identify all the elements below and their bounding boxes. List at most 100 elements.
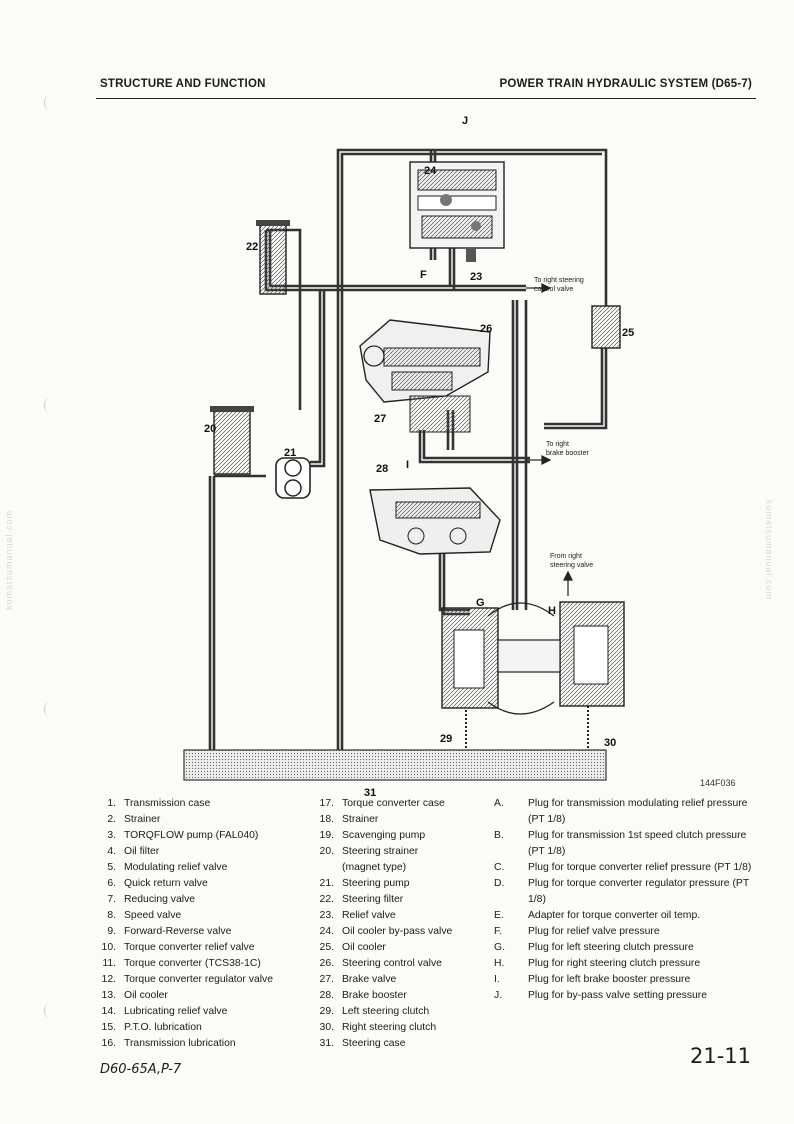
legend-item-text: (magnet type) xyxy=(342,862,407,873)
legend-item: (magnet type) xyxy=(316,860,496,876)
legend-item-number: 25. xyxy=(319,942,334,953)
legend-item-number: 4. xyxy=(107,846,116,857)
legend-item-number: 31. xyxy=(319,1038,334,1049)
legend-item-text: Lubricating relief valve xyxy=(124,1006,228,1017)
binder-hole-mark xyxy=(44,1004,53,1018)
legend-item-number: 19. xyxy=(319,830,334,841)
legend-item-number: G. xyxy=(494,942,505,953)
note-from-right-1: From right xyxy=(550,553,582,560)
system-title: POWER TRAIN HYDRAULIC SYSTEM (D65-7) xyxy=(499,78,752,90)
page-header: STRUCTURE AND FUNCTION POWER TRAIN HYDRA… xyxy=(100,78,752,96)
legend-item-number: 20. xyxy=(319,846,334,857)
legend-item: 21. Steering pump xyxy=(316,876,496,892)
legend-item-number: 2. xyxy=(107,814,116,825)
legend-item-number: 24. xyxy=(319,926,334,937)
callout-22: 22 xyxy=(246,241,258,253)
legend-item: 25.Oil cooler xyxy=(316,940,496,956)
legend-item: 9.Forward-Reverse valve xyxy=(98,924,323,940)
note-right-steering-1: To right steering xyxy=(534,277,584,284)
legend-item-number: 6. xyxy=(107,878,116,889)
legend-item-number: 15. xyxy=(101,1022,116,1033)
legend-item-number: F. xyxy=(494,926,503,937)
legend-item-number: 9. xyxy=(107,926,116,937)
page-number: 21-11 xyxy=(690,1044,752,1068)
binder-hole-mark xyxy=(44,398,53,412)
legend-item-number: 23. xyxy=(319,910,334,921)
callout-28: 28 xyxy=(376,463,388,475)
callout-26: 26 xyxy=(480,323,492,335)
legend-item: 27. Brake valve xyxy=(316,972,496,988)
legend-item-text: Torque converter regulator valve xyxy=(124,974,274,985)
legend-item: 1. Transmission case xyxy=(98,796,323,812)
callout-23: 23 xyxy=(470,271,482,283)
legend-item-number: 27. xyxy=(319,974,334,985)
legend-item: I.Plug for left brake booster pressure xyxy=(494,972,764,988)
legend-item-number: 1. xyxy=(107,798,116,809)
legend-item-text: Strainer xyxy=(124,814,161,825)
plug-f: F xyxy=(420,269,427,281)
steering-strainer xyxy=(210,406,254,475)
legend-item-number: 16. xyxy=(101,1038,116,1049)
legend-item-text: Oil cooler by-pass valve xyxy=(342,926,453,937)
steering-case xyxy=(183,749,607,781)
legend-item: 15.P.T.O. lubrication xyxy=(98,1020,323,1036)
brake-booster xyxy=(369,487,501,555)
oil-cooler xyxy=(591,305,621,349)
legend-item-text: Adapter for torque converter oil temp. xyxy=(528,910,701,921)
legend-item: 6. Quick return valve xyxy=(98,876,323,892)
legend-item-text: Plug for relief valve pressure xyxy=(528,926,660,937)
legend-item-text: Brake valve xyxy=(342,974,397,985)
legend-item-number: 3. xyxy=(107,830,116,841)
callout-27: 27 xyxy=(374,413,386,425)
legend-item: H.Plug for right steering clutch pressur… xyxy=(494,956,764,972)
legend-item-text: Plug for transmission 1st speed clutch p… xyxy=(528,830,747,857)
legend-item: 22.Steering filter xyxy=(316,892,496,908)
legend-item-number: 21. xyxy=(319,878,334,889)
note-from-right-2: steering valve xyxy=(550,562,593,569)
legend-item: 3.TORQFLOW pump (FAL040) xyxy=(98,828,323,844)
legend-item-text: Reducing valve xyxy=(124,894,196,905)
legend-item-text: Scavenging pump xyxy=(342,830,426,841)
plug-g: G xyxy=(476,597,485,609)
legend-item: 31.Steering case xyxy=(316,1036,496,1052)
legend-item-number: 11. xyxy=(102,958,116,969)
callout-20: 20 xyxy=(204,423,216,435)
legend-item-text: Brake booster xyxy=(342,990,407,1001)
legend-item: A.Plug for transmission modulating relie… xyxy=(494,796,764,828)
legend-item: D.Plug for torque converter regulator pr… xyxy=(494,876,764,908)
callout-25: 25 xyxy=(622,327,634,339)
legend-item-text: Plug for by-pass valve setting pressure xyxy=(528,990,708,1001)
legend-item: 13.Oil cooler xyxy=(98,988,323,1004)
bypass-relief-valve-block xyxy=(409,161,505,262)
legend-item-text: Transmission lubrication xyxy=(124,1038,236,1049)
legend-item-text: Transmission case xyxy=(124,798,211,809)
legend-item-number: J. xyxy=(494,990,503,1001)
watermark-right: komatsumanual.com xyxy=(764,500,774,601)
legend-column-1: 1. Transmission case 2. Strainer 3.TORQFLOW … xyxy=(98,796,323,1052)
legend-item-text: Quick return valve xyxy=(124,878,208,889)
legend-item-number: 29. xyxy=(319,1006,334,1017)
legend-item-text: Relief valve xyxy=(342,910,396,921)
legend-item-text: Steering pump xyxy=(342,878,410,889)
legend-item-text: Torque converter relief valve xyxy=(124,942,255,953)
legend-item: 17.Torque converter case xyxy=(316,796,496,812)
legend-item: B.Plug for transmission 1st speed clutch… xyxy=(494,828,764,860)
legend-item-text: Plug for left brake booster pressure xyxy=(528,974,691,985)
legend-item-number: 26. xyxy=(319,958,334,969)
hydraulic-diagram: 24 23 22 26 25 27 20 21 28 29 30 31 J F … xyxy=(183,115,634,799)
legend-item-number: 5. xyxy=(107,862,116,873)
legend-item: F. Plug for relief valve pressure xyxy=(494,924,764,940)
legend-item: 19. Scavenging pump xyxy=(316,828,496,844)
note-right-brake-2: brake booster xyxy=(546,450,589,457)
legend-item-text: Plug for torque converter relief pressur… xyxy=(528,862,752,873)
legend-item-text: Strainer xyxy=(342,814,379,825)
legend-item-text: Plug for right steering clutch pressure xyxy=(528,958,701,969)
legend-item: 5.Modulating relief valve xyxy=(98,860,323,876)
legend-item: C.Plug for torque converter relief press… xyxy=(494,860,764,876)
legend-item-number: 22. xyxy=(319,894,334,905)
legend-item-text: Plug for transmission modulating relief … xyxy=(528,798,748,825)
legend-item-text: Plug for torque converter regulator pres… xyxy=(528,878,750,905)
callout-24: 24 xyxy=(424,165,437,177)
legend-item: G.Plug for left steering clutch pressure xyxy=(494,940,764,956)
